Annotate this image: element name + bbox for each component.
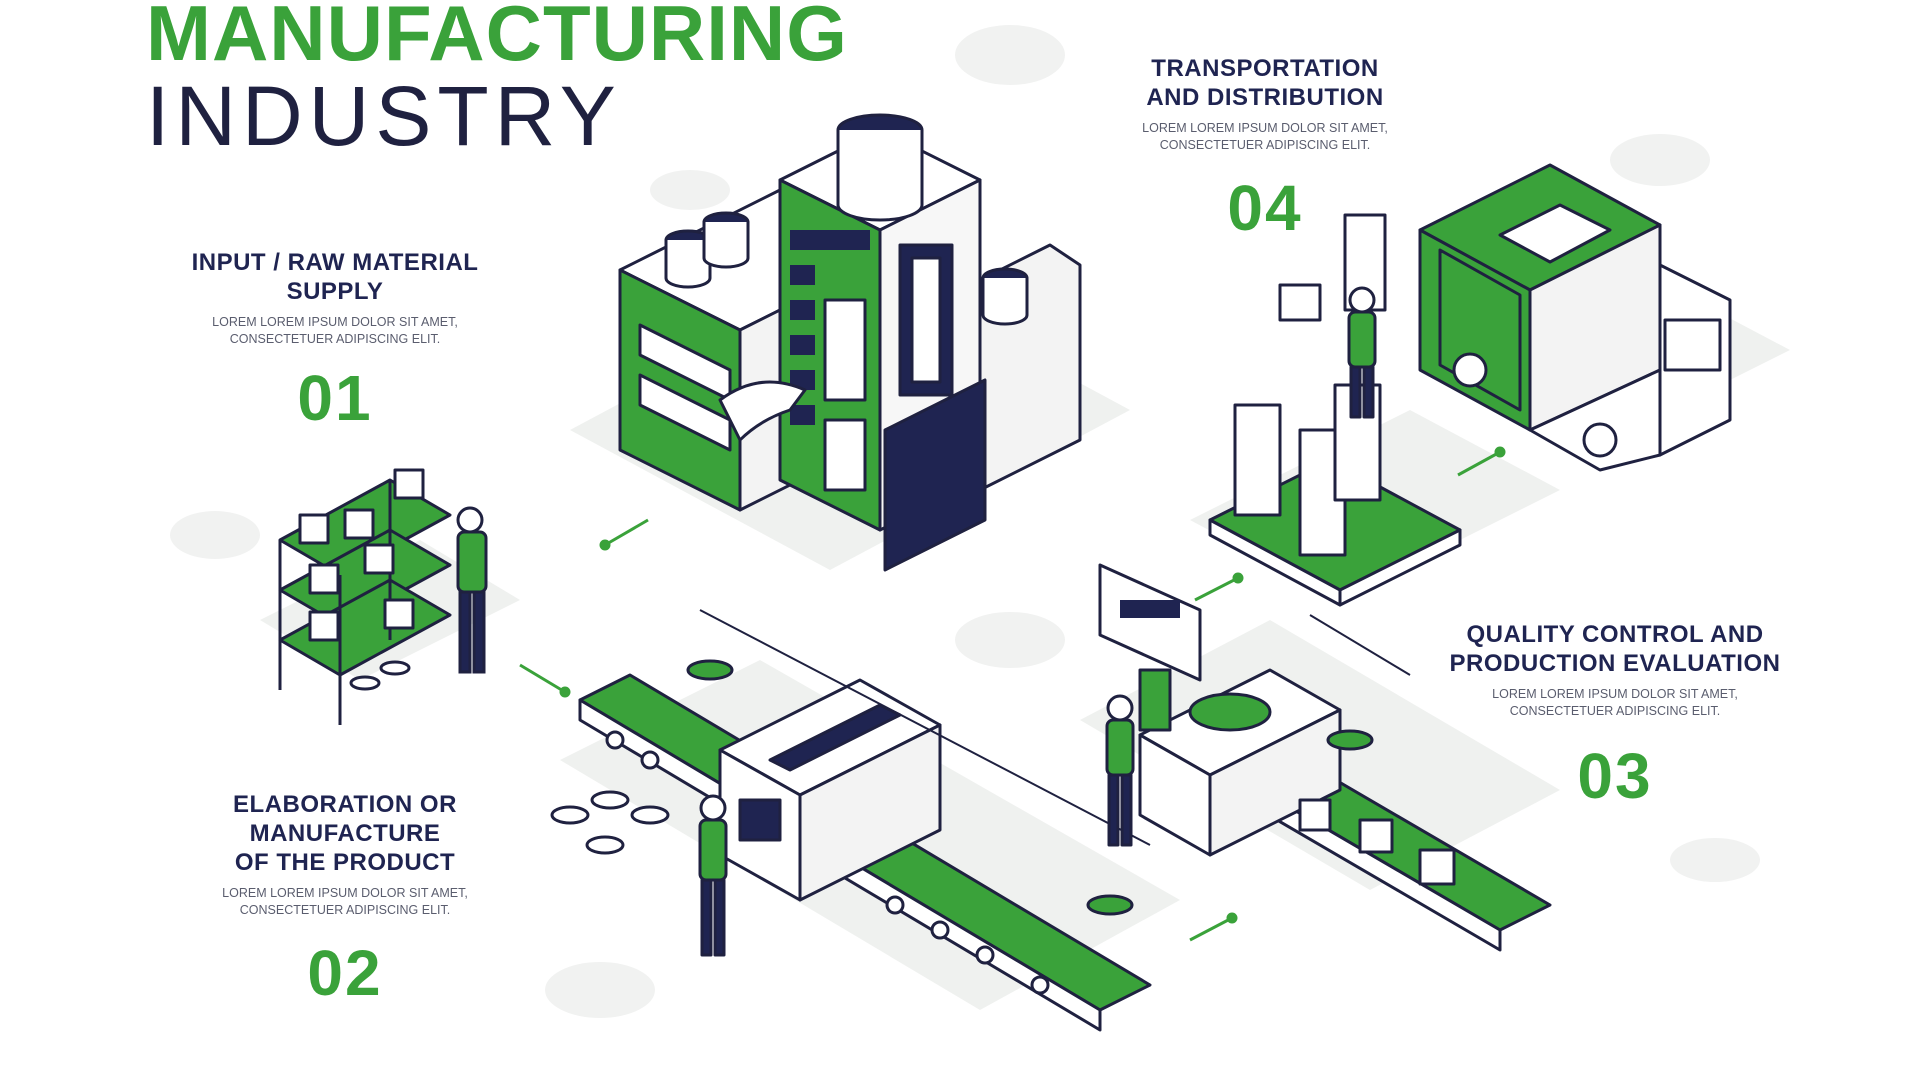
step-description: LOREM LOREM IPSUM DOLOR SIT AMET, CONSEC…	[1492, 687, 1738, 718]
step-01-raw-material: INPUT / RAW MATERIAL SUPPLY LOREM LOREM …	[160, 248, 510, 430]
step-heading: QUALITY CONTROL AND PRODUCTION EVALUATIO…	[1449, 621, 1781, 677]
worker-figure	[456, 506, 488, 674]
step-number: 01	[297, 362, 373, 434]
connector-lines	[519, 446, 1506, 942]
quality-conveyor	[1098, 563, 1552, 952]
step-02-manufacture: ELABORATION OR MANUFACTURE OF THE PRODUC…	[175, 790, 515, 1005]
warehouse-shelf	[278, 468, 452, 725]
step-description: LOREM LOREM IPSUM DOLOR SIT AMET, CONSEC…	[212, 315, 458, 346]
step-number: 04	[1227, 172, 1303, 244]
step-description: LOREM LOREM IPSUM DOLOR SIT AMET, CONSEC…	[1142, 121, 1388, 152]
factory-building	[618, 113, 1082, 572]
step-heading: INPUT / RAW MATERIAL SUPPLY	[191, 249, 479, 305]
delivery-truck	[1418, 163, 1732, 472]
step-heading: ELABORATION OR MANUFACTURE OF THE PRODUC…	[233, 791, 457, 876]
step-04-transportation: TRANSPORTATION AND DISTRIBUTION LOREM LO…	[1095, 54, 1435, 240]
step-number: 03	[1577, 740, 1653, 812]
step-heading: TRANSPORTATION AND DISTRIBUTION	[1146, 55, 1384, 111]
step-number: 02	[307, 937, 383, 1009]
step-description: LOREM LOREM IPSUM DOLOR SIT AMET, CONSEC…	[222, 886, 468, 917]
assembly-conveyor	[550, 609, 1152, 1032]
page-subtitle: INDUSTRY	[146, 69, 622, 163]
page-title: MANUFACTURING	[146, 0, 848, 77]
pallet-boxes	[1208, 213, 1462, 607]
background-clouds	[170, 25, 1760, 1018]
step-03-quality-control: QUALITY CONTROL AND PRODUCTION EVALUATIO…	[1420, 620, 1810, 808]
